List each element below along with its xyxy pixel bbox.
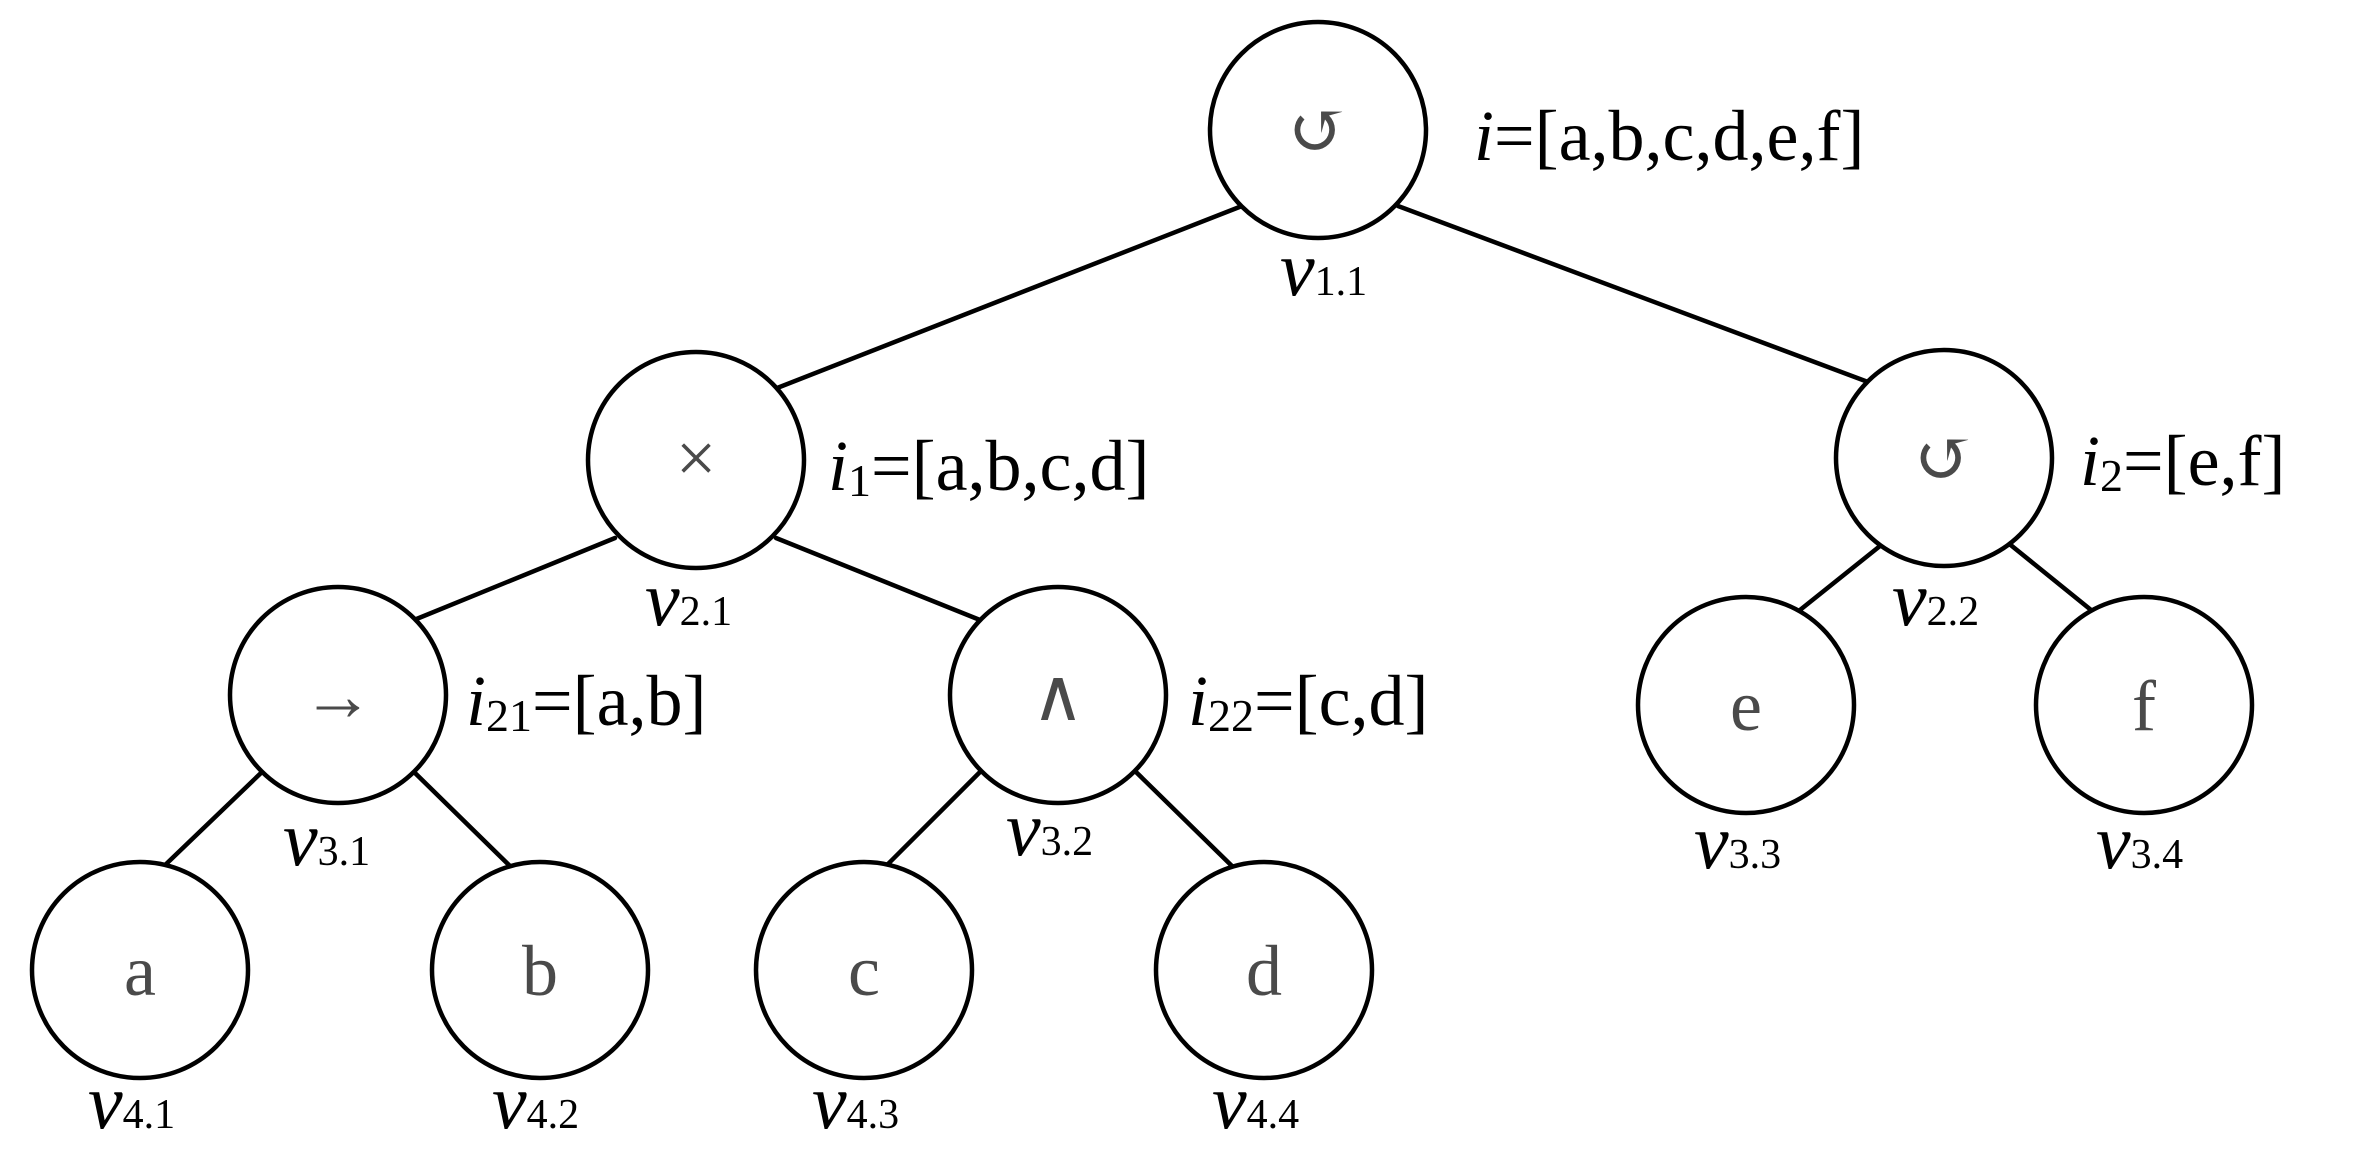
node-v1-1: ↺ v1.1 i=[a,b,c,d,e,f] [1207,19,1864,312]
node-circle [1207,19,1429,241]
node-annotation: i=[a,b,c,d,e,f] [1474,96,1864,176]
node-v2-1: × v2.1 i1=[a,b,c,d] [585,349,1150,642]
node-v4-4: d v4.4 [1153,859,1375,1145]
node-circle [227,584,449,806]
tree-edges [159,203,2099,871]
node-label: v4.2 [492,1058,579,1145]
node-circle [1635,594,1857,816]
node-v4-2: b v4.2 [429,859,651,1145]
node-label: v1.1 [1280,225,1367,312]
node-annotation: i1=[a,b,c,d] [828,426,1150,506]
activity-symbol: a [124,931,156,1011]
edge-v32-v44 [1133,769,1237,871]
node-label: v3.1 [283,795,370,882]
edge-v21-v31 [411,535,618,623]
node-circle [753,859,975,1081]
node-label: v2.1 [645,555,732,642]
node-label: v4.1 [88,1058,175,1145]
edge-v32-v43 [881,769,983,871]
node-circle [947,584,1169,806]
loop-operator-symbol: ↺ [1288,91,1348,171]
loop-operator-symbol: ↺ [1914,419,1974,499]
node-circle [585,349,807,571]
activity-symbol: e [1730,666,1762,746]
node-v2-2: ↺ v2.2 i2=[e,f] [1833,347,2286,642]
node-v4-1: a v4.1 [29,859,251,1145]
and-operator-symbol: ∧ [1032,656,1085,736]
node-circle [29,859,251,1081]
edge-v11-v21 [769,203,1245,393]
edge-v21-v32 [773,535,983,623]
node-v3-2: ∧ v3.2 i22=[c,d] [947,584,1429,872]
node-v4-3: c v4.3 [753,859,975,1145]
sequence-operator-symbol: → [302,656,374,736]
node-v3-3: e v3.3 [1635,594,1857,885]
edge-v22-v34 [1999,535,2099,617]
node-label: v2.2 [1892,555,1979,642]
node-label: v3.4 [2096,798,2183,885]
edge-v11-v22 [1395,203,1871,385]
node-label: v4.4 [1212,1058,1299,1145]
node-label: v4.3 [812,1058,899,1145]
node-label: v3.3 [1694,798,1781,885]
activity-symbol: b [522,931,558,1011]
activity-symbol: f [2132,666,2156,746]
node-label: v3.2 [1006,785,1093,872]
node-annotation: i22=[c,d] [1188,661,1429,741]
edge-v22-v33 [1792,535,1893,617]
node-v3-1: → v3.1 i21=[a,b] [227,584,707,882]
activity-symbol: d [1246,931,1282,1011]
node-annotation: i2=[e,f] [2080,421,2286,501]
xor-operator-symbol: × [676,418,717,498]
edge-v31-v41 [159,769,265,871]
node-annotation: i21=[a,b] [466,661,707,741]
edge-v31-v42 [411,769,515,871]
node-v3-4: f v3.4 [2033,594,2255,885]
node-circle [1153,859,1375,1081]
node-circle [2033,594,2255,816]
node-circle [429,859,651,1081]
node-circle [1833,347,2055,569]
activity-symbol: c [848,931,880,1011]
